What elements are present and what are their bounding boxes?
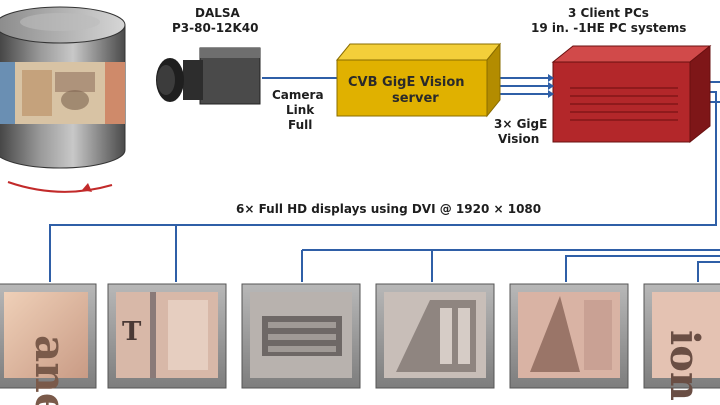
- display-cable-6-drop: [697, 261, 720, 282]
- rotation-arrow-head: [82, 183, 92, 192]
- monitor-2: T: [107, 283, 227, 389]
- camera-link-label-2: Link: [286, 103, 315, 117]
- rotation-arrow: [7, 181, 113, 193]
- server-label-1: CVB GigE Vision: [348, 75, 465, 90]
- svg-text:ion: ion: [661, 330, 708, 401]
- svg-text:ane: ane: [26, 335, 75, 405]
- camera-model-label: P3-80-12K40: [172, 21, 259, 35]
- clients-label-2: 19 in. -1HE PC systems: [531, 21, 687, 35]
- pc-vent-lines: [570, 87, 678, 121]
- svg-text:T: T: [122, 317, 142, 347]
- displays-caption: 6× Full HD displays using DVI @ 1920 × 1…: [236, 202, 542, 216]
- monitor-3: [241, 283, 361, 389]
- camera-icon: [156, 47, 261, 105]
- client-pc-box: [548, 44, 712, 144]
- clients-label-1: 3 Client PCs: [568, 6, 649, 20]
- gige-label-1: 3× GigE: [494, 117, 548, 131]
- monitor-5: [509, 283, 629, 389]
- monitor-6: ion: [643, 283, 720, 401]
- gige-label-2: Vision: [498, 132, 540, 146]
- monitor-4: [375, 283, 495, 389]
- banknote-drum: [0, 6, 126, 169]
- display-cable-5-drop: [565, 255, 720, 282]
- server-label-2: server: [392, 91, 439, 106]
- camera-link-label-1: Camera: [272, 88, 324, 102]
- monitor-1: ane: [0, 283, 97, 405]
- camera-brand-label: DALSA: [195, 6, 240, 20]
- banknote-strip: [0, 62, 125, 124]
- pc-port-markers: [548, 74, 554, 98]
- display-cable-3-drop: [301, 249, 720, 282]
- gige-vision-server-box: [335, 42, 502, 118]
- camera-link-label-3: Full: [288, 118, 313, 132]
